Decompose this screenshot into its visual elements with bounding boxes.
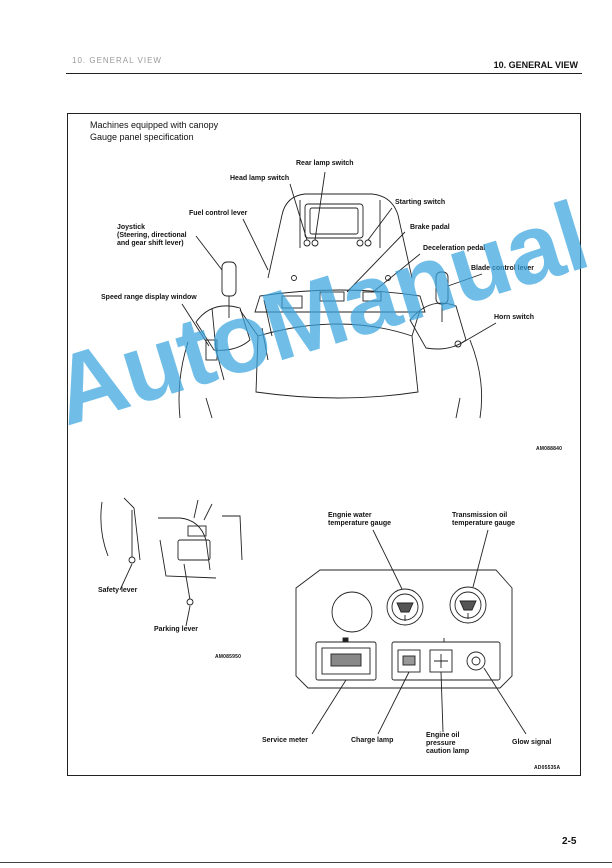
header-section-right: 10. GENERAL VIEW <box>493 60 578 70</box>
label-head-lamp-switch: Head lamp switch <box>230 175 290 182</box>
header-rule <box>66 73 582 74</box>
label-service-meter: Service meter <box>262 737 308 744</box>
lever-illustration <box>100 497 243 627</box>
gauge-panel-illustration <box>295 569 513 689</box>
label-parking-lever: Parking lever <box>154 626 198 633</box>
label-transmission-oil-gauge: Transmission oil temperature gauge <box>452 512 516 527</box>
figure-frame <box>67 113 581 776</box>
figure-code-gauges: AD05535A <box>534 765 561 771</box>
label-speed-range-display-window: Speed range display window <box>101 294 197 301</box>
label-charge-lamp: Charge lamp <box>351 737 394 744</box>
footer-rule <box>0 862 612 863</box>
label-oil-pressure-lamp: Engine oil pressure caution lamp <box>426 732 470 755</box>
figure-code-levers: AM085950 <box>215 654 242 660</box>
figure-title-line2: Gauge panel specification <box>90 132 194 142</box>
figure-title-line1: Machines equipped with canopy <box>90 120 219 130</box>
figure-code-cab: AM088840 <box>536 446 563 452</box>
label-blade-control-lever: Blade control lever <box>471 265 535 272</box>
label-horn-switch: Horn switch <box>494 314 535 321</box>
label-glow-signal: Glow signal <box>512 739 552 746</box>
cab-leader-lines <box>181 171 497 347</box>
page-number: 2-5 <box>562 836 577 847</box>
header-section-left: 10. GENERAL VIEW <box>72 56 162 65</box>
label-fuel-control-lever: Fuel control lever <box>189 210 248 217</box>
figure-title: Machines equipped with canopy Gauge pane… <box>90 119 218 143</box>
label-joystick: Joystick (Steering, directional and gear… <box>117 224 187 247</box>
gauge-leader-lines <box>311 529 527 735</box>
label-brake-pedal: Brake padal <box>410 224 450 231</box>
label-water-temp-gauge: Engnie water temperature gauge <box>328 512 392 527</box>
cab-illustration <box>178 193 483 419</box>
label-deceleration-pedal: Deceleration pedal <box>423 245 486 252</box>
label-rear-lamp-switch: Rear lamp switch <box>296 160 354 167</box>
label-starting-switch: Starting switch <box>395 199 446 206</box>
label-safety-lever: Safety lever <box>98 587 138 594</box>
